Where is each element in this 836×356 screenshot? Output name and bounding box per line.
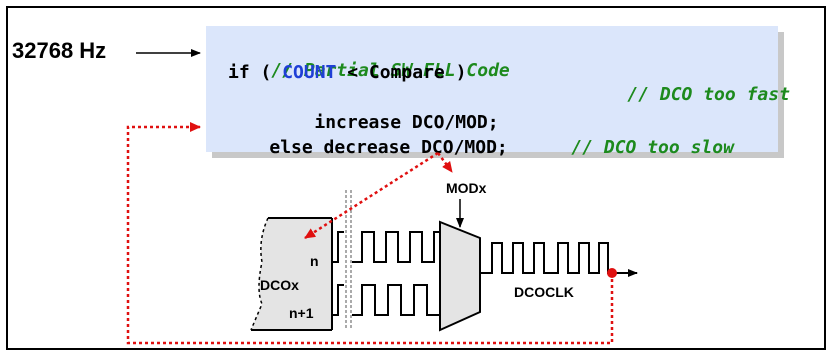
count-keyword: COUNT (282, 62, 337, 83)
code-to-modx-arrow (436, 152, 454, 173)
dcoclk-label: DCOCLK (514, 284, 574, 300)
dcox-label: DCOx (260, 277, 299, 293)
dcoclk-waveform (480, 242, 638, 277)
code-line-if: if ( COUNT < Compare ) (228, 62, 467, 83)
dcox-block (250, 217, 333, 331)
code-box (206, 26, 778, 152)
n-label: n (310, 253, 319, 269)
code-comment-too-slow: // DCO too slow (571, 137, 734, 158)
frequency-label: 32768 Hz (12, 38, 107, 63)
code-to-dcox-arrow (304, 151, 439, 240)
dashed-separator (344, 190, 352, 330)
feedback-loop-arrow (126, 122, 614, 345)
modulator-mux (439, 220, 481, 332)
code-line-increase: increase DCO/MOD; (314, 112, 499, 133)
code-comment-too-fast: // DCO too fast (627, 84, 790, 105)
n1-label: n+1 (289, 305, 314, 321)
code-comment-header: // Partial SW FLL Code (271, 60, 510, 81)
code-line-else: else decrease DCO/MOD; (269, 137, 508, 158)
modx-label: MODx (446, 180, 487, 196)
